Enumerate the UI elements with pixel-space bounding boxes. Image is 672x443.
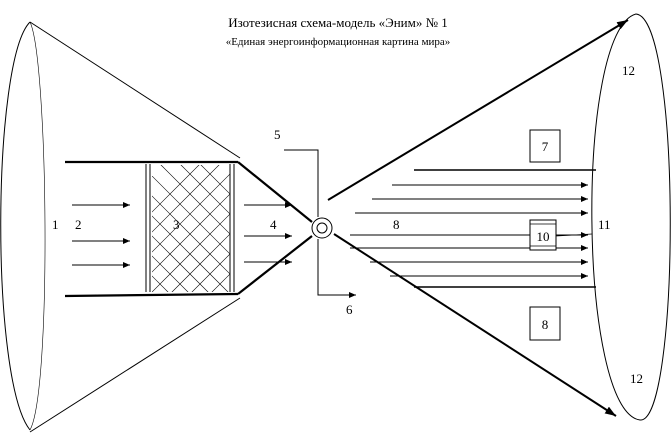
label-6: 6 [346,302,353,317]
label-12-top: 12 [622,63,635,78]
box-10 [529,219,557,251]
filter-mesh-block [145,164,235,292]
diagram-title: Изотезисная схема-модель «Эним» № 1 [228,15,448,30]
center-node-inner [316,222,328,234]
box-10-label: 10 [537,229,550,244]
connector-6 [317,239,356,298]
left-cone-bottom [29,297,241,433]
center-node-outer [311,217,333,239]
label-4: 4 [270,217,277,232]
box-8-label: 8 [542,317,549,332]
box-7-label: 7 [542,139,549,154]
right-cone-top [327,19,629,201]
label-11: 11 [598,217,611,232]
label-3: 3 [173,217,180,232]
funnel-bottom [237,235,313,295]
box-10-pointer [555,233,593,237]
box-8 [529,306,561,341]
label-8-center: 8 [393,217,400,232]
left-ellipse-back [29,21,46,431]
right-cone-bottom [333,233,617,417]
label-12-bottom: 12 [630,371,643,386]
label-1: 1 [52,217,59,232]
channel-bottom [64,292,239,298]
left-ellipse [0,21,31,431]
label-2: 2 [75,217,82,232]
connector-5 [284,149,319,217]
box-7 [529,129,561,163]
diagram-subtitle: «Единая энергоинформационная картина мир… [226,36,451,48]
label-5: 5 [274,127,281,142]
right-ellipse [591,13,671,421]
left-cone-top [29,21,241,159]
funnel-top [237,161,313,223]
